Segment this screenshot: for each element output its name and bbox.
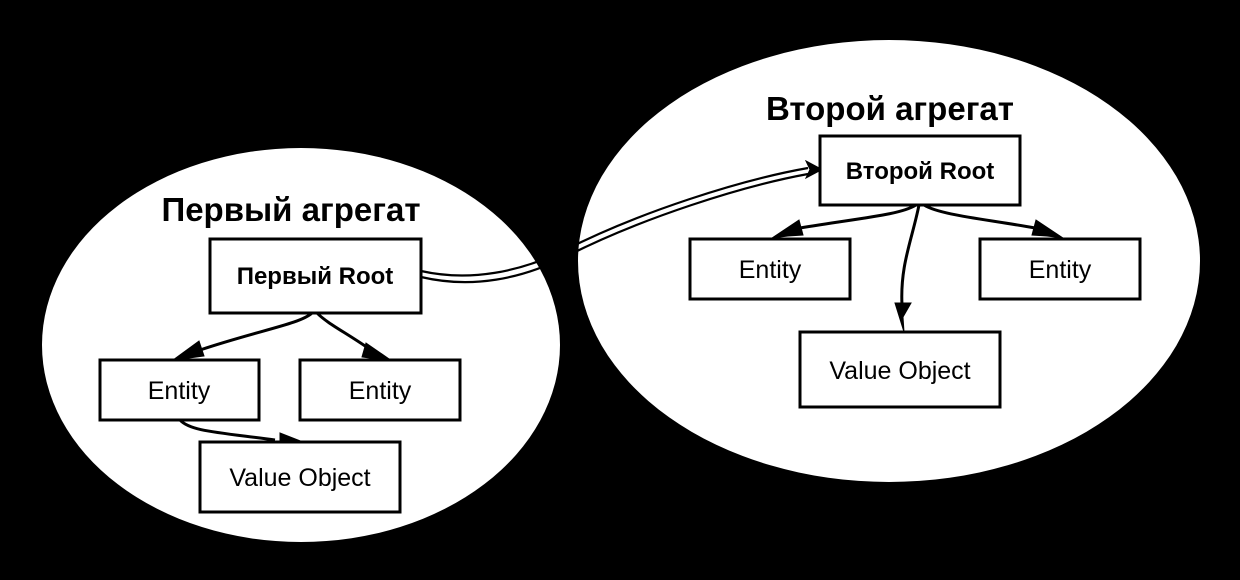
edge-second-root-to-value-object[interactable] [894,204,921,333]
node-second-entity-left-box[interactable] [688,237,852,301]
edge-line [900,204,921,306]
aggregate-first-title: Первый агрегат [161,191,420,228]
edge-line [199,311,314,352]
aggregate-first[interactable]: Первый агрегат [42,148,560,542]
node-first-entity-left[interactable]: Entity [98,358,261,422]
node-first-value-object[interactable]: Value Object [198,440,402,514]
edge-second-root-to-entity-left[interactable] [771,203,917,239]
edge-line [923,203,1036,230]
node-first-root[interactable]: Первый Root [208,237,423,315]
node-first-value-object-box[interactable] [198,440,402,514]
node-first-entity-right-box[interactable] [298,358,462,422]
edge-reference-line-upper [420,166,809,277]
edge-line [178,418,276,442]
node-second-value-object-box[interactable] [798,330,1002,409]
node-second-root[interactable]: Второй Root [818,134,1022,207]
aggregate-second[interactable]: Второй агрегат [578,40,1200,482]
edge-arrowhead [894,302,912,333]
node-second-entity-left-label: Entity [739,256,802,284]
aggregate-second-ellipse[interactable] [578,40,1200,482]
node-second-value-object[interactable]: Value Object [798,330,1002,409]
edge-reference-line-lower [420,172,809,284]
node-first-entity-left-box[interactable] [98,358,261,422]
edge-reference-arrowhead [804,159,824,180]
node-first-entity-right-label: Entity [349,377,412,405]
node-second-root-box[interactable] [818,134,1022,207]
edge-line [799,203,917,230]
edge-arrowhead [1031,219,1064,239]
aggregate-second-title: Второй агрегат [766,90,1014,127]
node-second-value-object-label: Value Object [829,357,970,385]
node-second-entity-right-label: Entity [1029,256,1092,284]
edge-line [315,311,369,350]
aggregate-first-ellipse[interactable] [42,148,560,542]
node-second-entity-left[interactable]: Entity [688,237,852,301]
node-second-entity-right[interactable]: Entity [978,237,1142,301]
node-first-entity-right[interactable]: Entity [298,358,462,422]
node-first-root-label: Первый Root [237,263,394,290]
edge-arrowhead [771,219,804,239]
edge-second-root-to-entity-right[interactable] [923,203,1064,239]
node-second-entity-right-box[interactable] [978,237,1142,301]
node-first-value-object-label: Value Object [229,464,370,492]
node-first-entity-left-label: Entity [148,377,211,405]
node-second-root-label: Второй Root [846,158,995,185]
edge-first-root-to-second-root[interactable] [420,159,824,284]
node-first-root-box[interactable] [208,237,423,315]
